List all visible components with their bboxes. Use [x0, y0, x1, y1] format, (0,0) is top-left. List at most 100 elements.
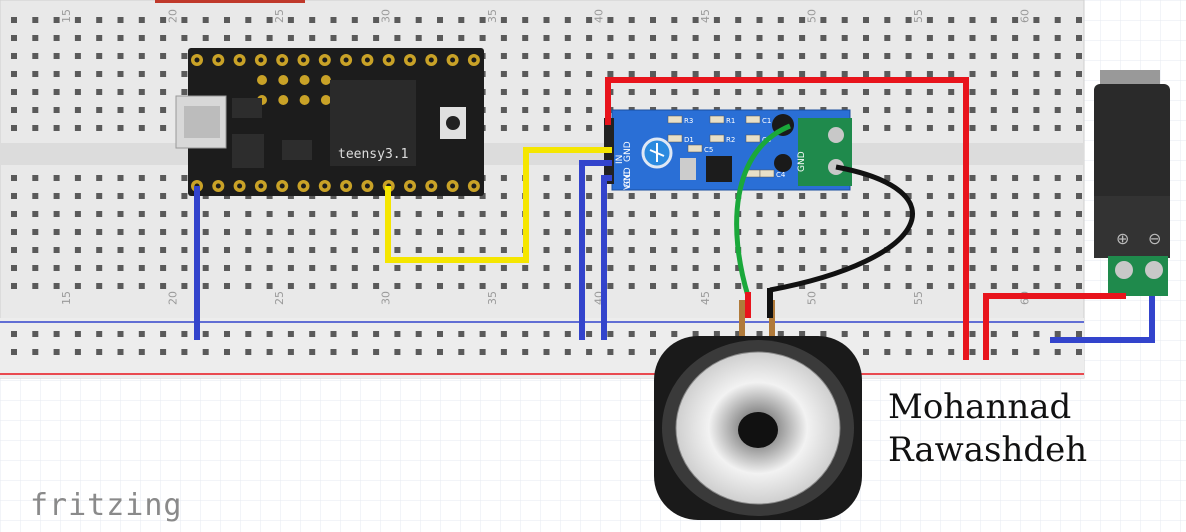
breadboard-hole — [969, 265, 976, 271]
column-number: 35 — [486, 9, 499, 23]
breadboard-hole — [884, 175, 891, 181]
smd-label: D1 — [684, 136, 694, 144]
breadboard-hole — [628, 265, 635, 271]
breadboard-hole — [586, 107, 593, 113]
breadboard-hole — [245, 283, 252, 289]
breadboard-hole — [628, 283, 635, 289]
breadboard-hole — [74, 175, 81, 181]
breadboard-hole — [628, 211, 635, 217]
breadboard-hole — [926, 53, 933, 59]
breadboard-hole — [479, 265, 486, 271]
breadboard-hole — [543, 283, 550, 289]
breadboard-hole — [1054, 229, 1061, 235]
column-number: 35 — [486, 291, 499, 305]
breadboard-hole — [330, 35, 337, 41]
breadboard-hole — [330, 331, 337, 337]
breadboard-hole — [586, 53, 593, 59]
speaker — [654, 300, 862, 520]
breadboard-hole — [160, 265, 167, 271]
breadboard-hole — [841, 193, 848, 199]
breadboard-hole — [53, 331, 60, 337]
breadboard-hole — [415, 35, 422, 41]
breadboard-hole — [351, 283, 358, 289]
breadboard-hole — [863, 175, 869, 181]
breadboard-hole — [309, 247, 316, 253]
breadboard-hole — [1054, 125, 1061, 131]
breadboard-hole — [245, 17, 252, 23]
breadboard-hole — [756, 331, 763, 337]
breadboard-hole — [820, 211, 827, 217]
breadboard-hole — [650, 17, 656, 23]
breadboard-hole — [224, 229, 230, 235]
breadboard-hole — [1033, 175, 1040, 181]
breadboard-hole — [287, 35, 294, 41]
smd-label: C5 — [704, 146, 713, 154]
breadboard-hole — [373, 211, 380, 217]
breadboard-hole — [160, 331, 167, 337]
breadboard-hole — [1012, 265, 1019, 271]
breadboard-hole — [117, 349, 124, 355]
breadboard-hole — [1054, 331, 1061, 337]
breadboard-hole — [373, 35, 380, 41]
breadboard-hole — [74, 125, 81, 131]
breadboard-hole — [628, 35, 635, 41]
breadboard-hole — [522, 331, 529, 337]
breadboard-hole — [692, 17, 699, 23]
breadboard-hole — [1033, 107, 1040, 113]
breadboard-hole — [884, 211, 891, 217]
breadboard-hole — [266, 331, 273, 337]
breadboard-hole — [777, 35, 784, 41]
wire-speaker-green — [734, 123, 791, 297]
breadboard-hole — [53, 247, 60, 253]
breadboard-hole — [713, 331, 720, 337]
breadboard-hole — [1012, 89, 1019, 95]
breadboard-hole — [1033, 265, 1040, 271]
breadboard-hole — [32, 349, 39, 355]
breadboard-hole — [564, 17, 571, 23]
breadboard-hole — [564, 265, 571, 271]
wires — [194, 77, 1155, 360]
breadboard-hole — [543, 331, 550, 337]
breadboard-hole — [820, 71, 827, 77]
breadboard-hole — [1012, 71, 1019, 77]
breadboard-hole — [202, 17, 209, 23]
breadboard-hole — [309, 211, 316, 217]
breadboard-hole — [224, 35, 230, 41]
breadboard-hole — [11, 175, 17, 181]
breadboard-hole — [522, 265, 529, 271]
breadboard-hole — [1033, 53, 1040, 59]
breadboard-hole — [692, 229, 699, 235]
breadboard-hole — [351, 211, 358, 217]
breadboard-hole — [224, 247, 230, 253]
breadboard-hole — [564, 89, 571, 95]
breadboard-hole — [628, 89, 635, 95]
breadboard-hole — [500, 53, 507, 59]
breadboard-hole — [692, 211, 699, 217]
breadboard-hole — [522, 89, 529, 95]
breadboard-hole — [1012, 53, 1019, 59]
breadboard-hole — [160, 35, 167, 41]
breadboard-hole — [1076, 229, 1082, 235]
breadboard-hole — [543, 35, 550, 41]
breadboard-hole — [650, 35, 656, 41]
breadboard-hole — [53, 17, 60, 23]
breadboard-hole — [564, 125, 571, 131]
breadboard-hole — [863, 125, 869, 131]
breadboard-hole — [522, 17, 529, 23]
breadboard-hole — [1076, 349, 1082, 355]
breadboard-hole — [820, 53, 827, 59]
breadboard-hole — [96, 89, 103, 95]
breadboard-hole — [820, 193, 827, 199]
breadboard-hole — [287, 283, 294, 289]
breadboard-hole — [53, 53, 60, 59]
breadboard-hole — [756, 53, 763, 59]
breadboard-hole — [884, 89, 891, 95]
breadboard-hole — [863, 53, 869, 59]
breadboard-hole — [11, 35, 17, 41]
breadboard-hole — [1076, 17, 1082, 23]
breadboard-hole — [926, 331, 933, 337]
breadboard-hole — [905, 107, 912, 113]
breadboard-hole — [671, 229, 678, 235]
breadboard-hole — [74, 89, 81, 95]
